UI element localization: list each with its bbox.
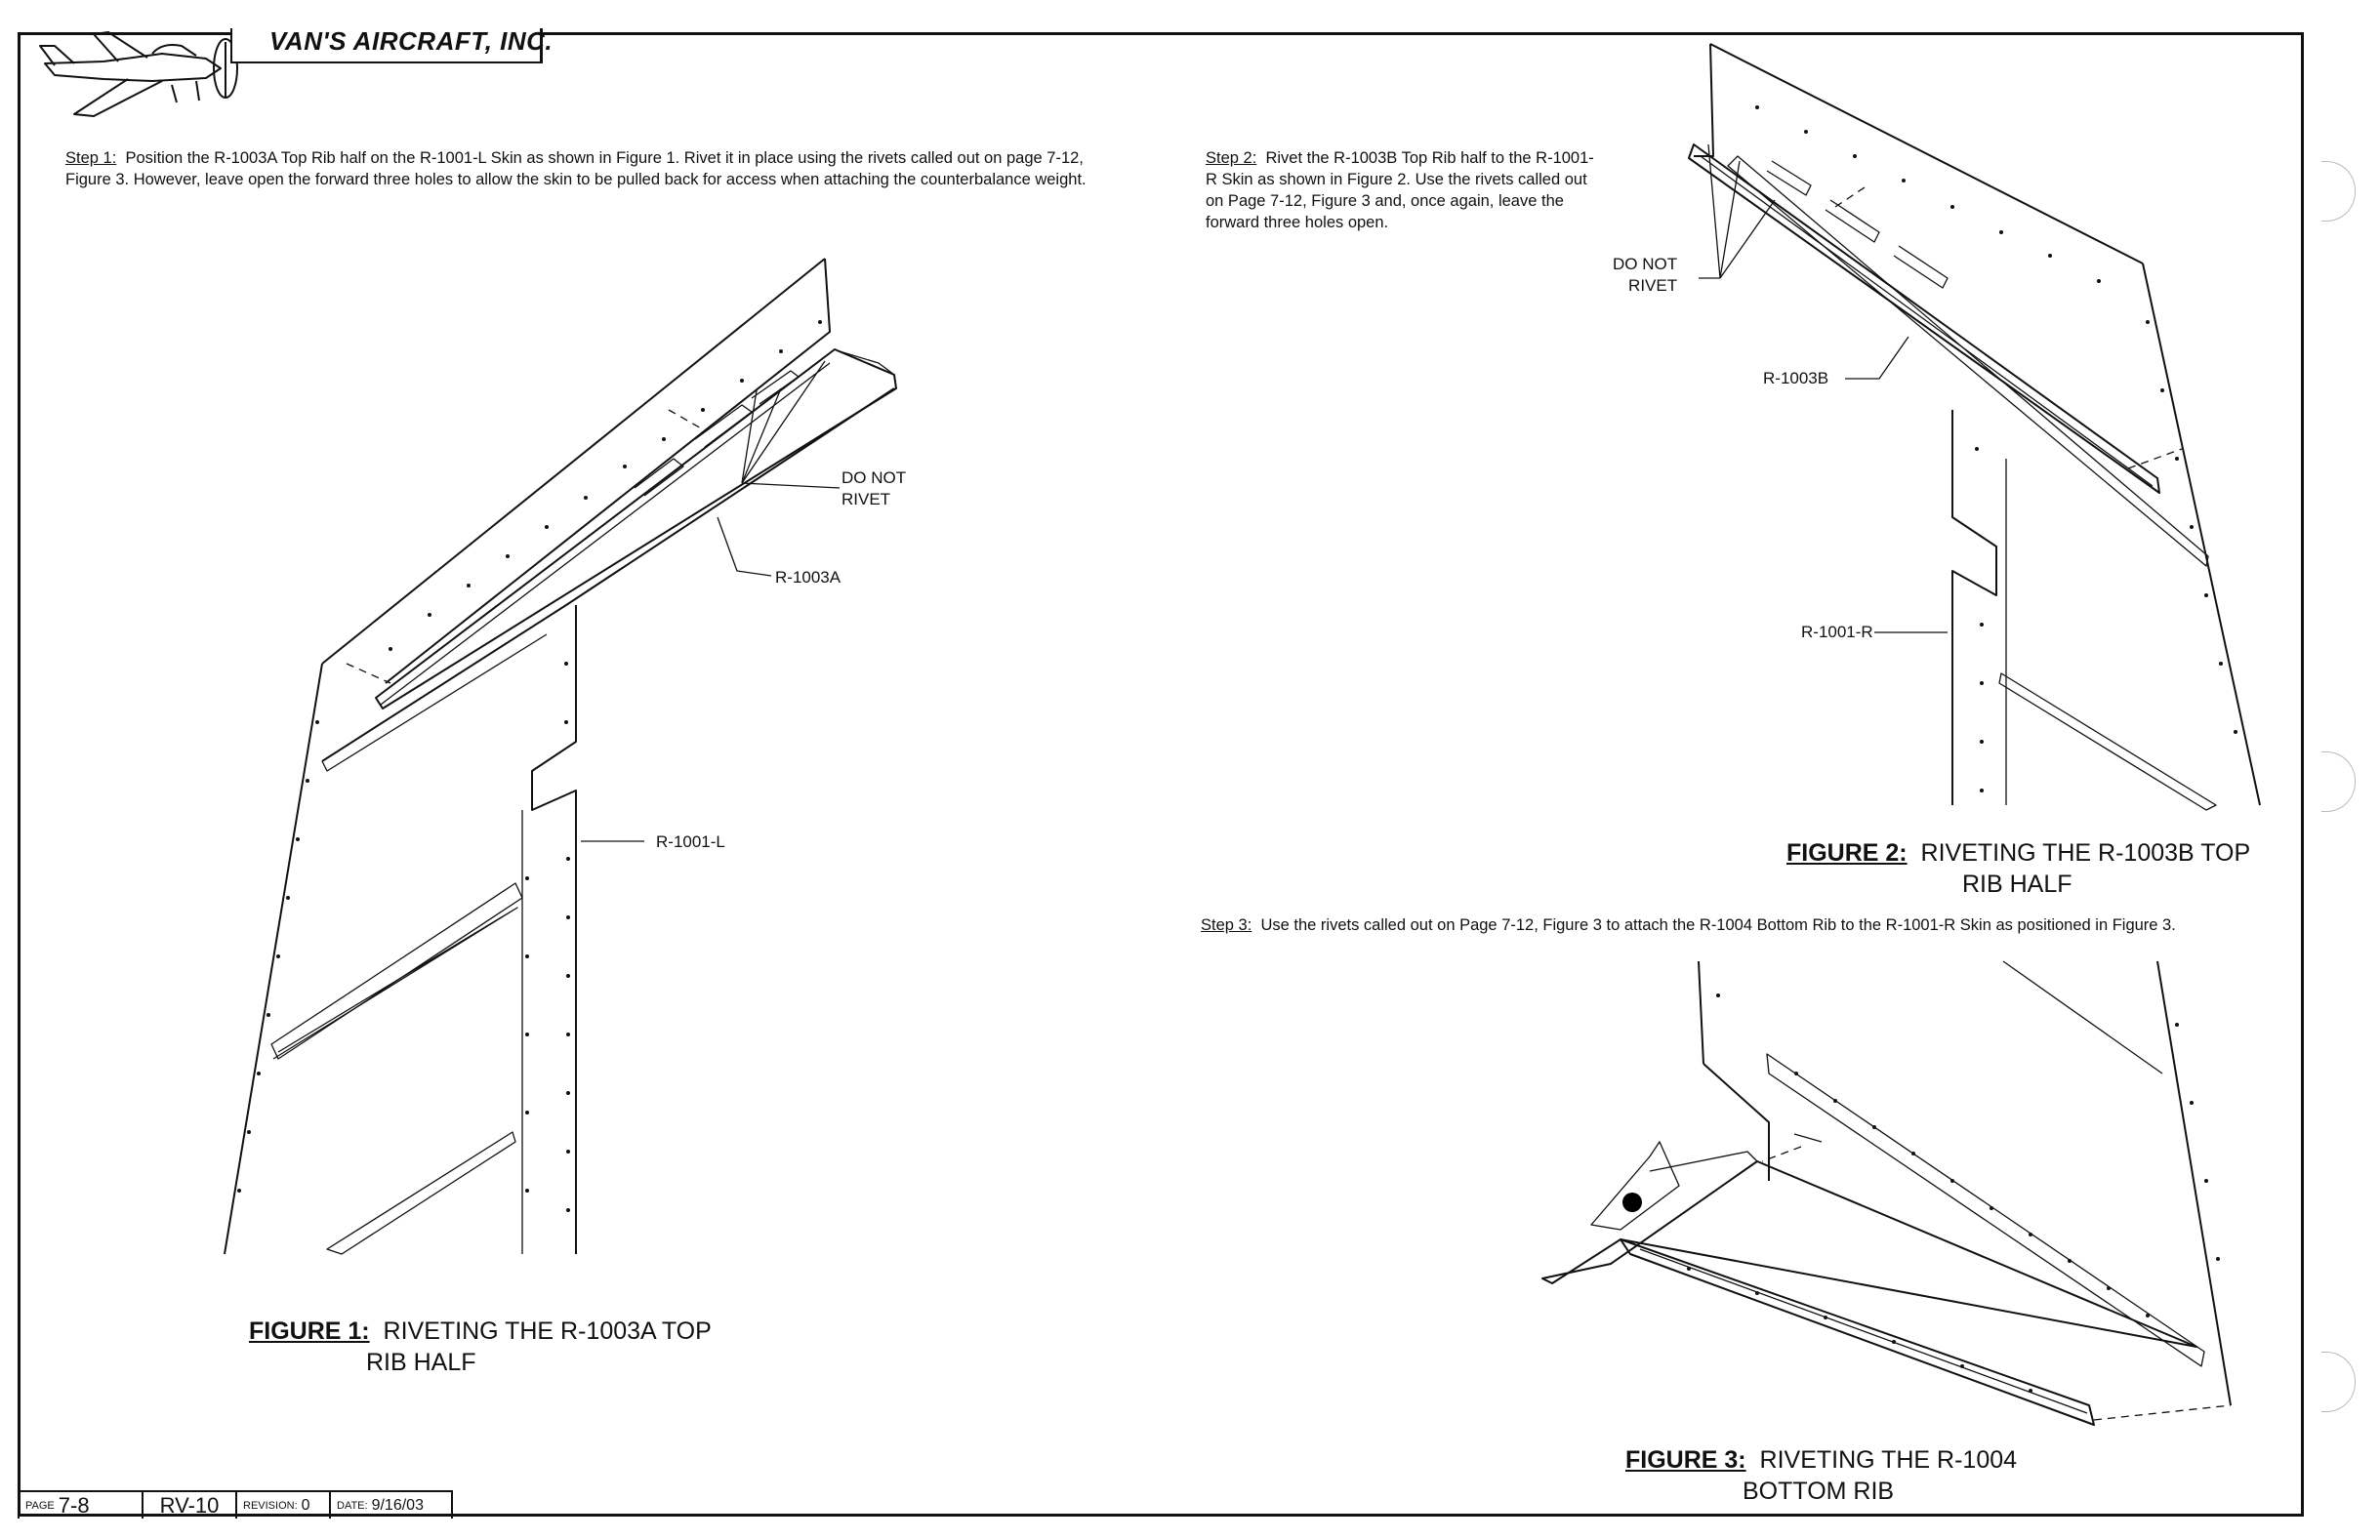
step-3-text: Use the rivets called out on Page 7-12, …: [1260, 916, 2176, 934]
figure-1-rivets: [237, 320, 822, 1212]
airplane-logo-icon: [39, 31, 238, 117]
fig1-do-not-line1: DO NOT: [841, 468, 907, 487]
step-1: Step 1: Position the R-1003A Top Rib hal…: [65, 147, 1129, 190]
figure-2-title-line2: RIB HALF: [1962, 871, 2072, 898]
figure-3-number: FIGURE 3:: [1625, 1446, 1746, 1474]
step-1-text: Position the R-1003A Top Rib half on the…: [65, 149, 1087, 188]
fig2-r1003b-label: R-1003B: [1763, 369, 1829, 387]
figure-1-caption: FIGURE 1: RIVETING THE R-1003A TOP RIB H…: [249, 1316, 712, 1378]
fig2-do-not-line1: DO NOT: [1613, 255, 1678, 273]
fig1-r1001l-label: R-1001-L: [656, 832, 725, 851]
figure-3-title-line2: BOTTOM RIB: [1743, 1478, 1895, 1505]
figure-2-title: RIVETING THE R-1003B TOP: [1920, 839, 2251, 867]
figure-3-rivets: [1687, 993, 2220, 1393]
figure-2-caption: FIGURE 2: RIVETING THE R-1003B TOP RIB H…: [1786, 837, 2250, 900]
fig1-rivet-line2: RIVET: [841, 490, 891, 508]
figure-2-rivets: [1755, 105, 2237, 792]
step-2-label: Step 2:: [1206, 149, 1257, 167]
figure-3-drawing: [1541, 960, 2232, 1426]
revision-value: 0: [301, 1496, 310, 1514]
figure-2-number: FIGURE 2:: [1786, 839, 1908, 867]
model-name: RV-10: [159, 1492, 220, 1518]
fig1-do-not-rivet-label: DO NOT RIVET: [841, 467, 906, 510]
date-cell: DATE: 9/16/03: [329, 1492, 451, 1519]
figure-3-title: RIVETING THE R-1004: [1759, 1446, 2018, 1474]
title-block: PAGE 7-8 RV-10 REVISION: 0 DATE: 9/16/03: [18, 1490, 453, 1519]
figure-2-drawing: [1688, 43, 2261, 811]
fig1-r1003a-label: R-1003A: [775, 568, 841, 587]
step-3-label: Step 3:: [1201, 916, 1252, 934]
revision-cell: REVISION: 0: [235, 1492, 329, 1519]
date-label: DATE:: [337, 1499, 368, 1512]
figure-1-title-line2: RIB HALF: [366, 1349, 476, 1376]
step-3: Step 3: Use the rivets called out on Pag…: [1201, 914, 2236, 936]
figure-1-number: FIGURE 1:: [249, 1317, 370, 1345]
figure-3-caption: FIGURE 3: RIVETING THE R-1004 BOTTOM RIB: [1625, 1444, 2017, 1507]
vans-logo: VAN'S AIRCRAFT, INC.: [35, 24, 553, 122]
brand-box: [230, 28, 543, 63]
step-2: Step 2: Rivet the R-1003B Top Rib half t…: [1206, 147, 1596, 233]
fig2-rivet-line2: RIVET: [1628, 276, 1678, 295]
date-value: 9/16/03: [371, 1496, 424, 1514]
page-label: PAGE: [25, 1499, 55, 1512]
brand-name: VAN'S AIRCRAFT, INC.: [269, 26, 554, 56]
revision-label: REVISION:: [243, 1499, 298, 1512]
page-cell: PAGE 7-8: [18, 1492, 142, 1519]
figure-1-title: RIVETING THE R-1003A TOP: [383, 1317, 712, 1345]
figure-1-drawing: [224, 258, 897, 1255]
fig2-do-not-rivet-label: DO NOT RIVET: [1613, 254, 1677, 297]
page-border: [18, 32, 2304, 1517]
fig2-r1001r-label: R-1001-R: [1801, 623, 1873, 641]
model-cell: RV-10: [142, 1492, 235, 1519]
step-2-text: Rivet the R-1003B Top Rib half to the R-…: [1206, 149, 1594, 231]
page-number: 7-8: [58, 1492, 90, 1518]
step-1-label: Step 1:: [65, 149, 117, 167]
